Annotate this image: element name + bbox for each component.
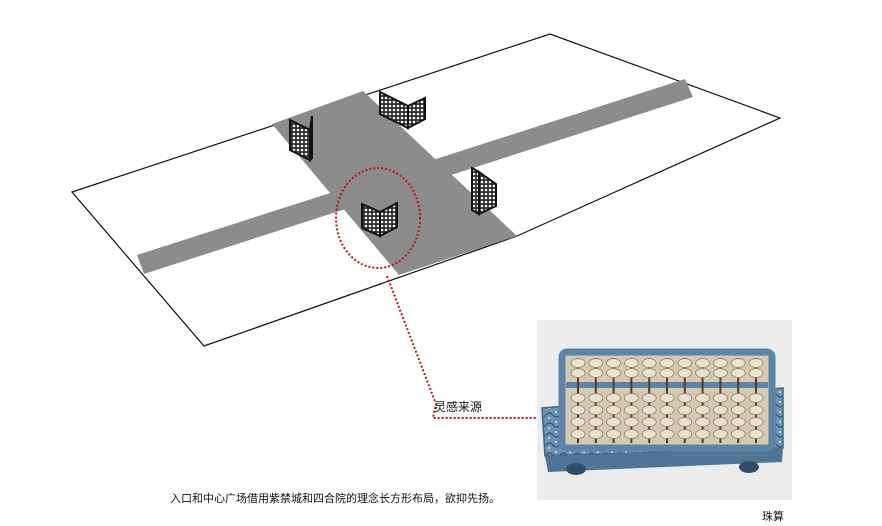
abacus-bead [588, 393, 604, 403]
abacus-bead [748, 417, 764, 427]
abacus-bead [606, 358, 621, 368]
abacus-bead [730, 358, 746, 368]
abacus-bead [606, 368, 621, 378]
abacus-bead [677, 393, 693, 403]
screen-wall-left [289, 115, 313, 163]
abacus-bead [606, 417, 621, 427]
abacus-bead [695, 429, 710, 439]
abacus-bead [748, 358, 764, 368]
abacus-bead [570, 368, 586, 378]
callout-circle [335, 167, 421, 269]
abacus-bead [713, 393, 728, 403]
central-plaza [272, 91, 517, 275]
abacus-bead [730, 393, 746, 403]
abacus-bead [659, 405, 675, 415]
abacus-bead [606, 429, 621, 439]
abacus-bead [641, 405, 657, 415]
abacus-bead [748, 405, 764, 415]
abacus-bead [695, 393, 710, 403]
abacus-bead [730, 405, 746, 415]
abacus-bead [713, 358, 728, 368]
abacus-bead [695, 358, 710, 368]
diagram-caption: 入口和中心广场借用紫禁城和四合院的理念长方形布局，欲抑先扬。 [170, 491, 500, 505]
abacus-bead [730, 417, 746, 427]
abacus-bead [641, 393, 657, 403]
abacus-bead [570, 417, 586, 427]
abacus-bead [570, 393, 586, 403]
abacus-bead [730, 368, 746, 378]
abacus-bead [659, 368, 675, 378]
abacus-bead [624, 393, 639, 403]
abacus-bead [624, 429, 639, 439]
abacus-bead [677, 429, 693, 439]
abacus-bead [695, 405, 710, 415]
abacus-bead [677, 417, 693, 427]
abacus-bead [606, 405, 621, 415]
screen-wall-rear [379, 90, 426, 130]
abacus-bead [588, 405, 604, 415]
abacus-bead [588, 358, 604, 368]
abacus-bead [570, 405, 586, 415]
screen-wall-right [471, 166, 497, 216]
abacus-bead [659, 358, 675, 368]
abacus-bead [713, 417, 728, 427]
abacus-bead [641, 358, 657, 368]
abacus-bead [641, 417, 657, 427]
abacus-photo [537, 320, 792, 500]
abacus-bead [695, 368, 710, 378]
callout-leader [386, 275, 548, 419]
abacus-bead [570, 429, 586, 439]
abacus-bead [695, 417, 710, 427]
abacus-bead [677, 368, 693, 378]
abacus-bead [659, 393, 675, 403]
abacus-bead [748, 393, 764, 403]
inspiration-label: 灵感来源 [434, 399, 482, 414]
abacus-bead [624, 368, 639, 378]
abacus-bead [624, 417, 639, 427]
abacus-bead [659, 429, 675, 439]
abacus-bead [659, 417, 675, 427]
abacus-bead [677, 405, 693, 415]
abacus-bead [588, 417, 604, 427]
abacus-bead [713, 368, 728, 378]
abacus-bead [570, 358, 586, 368]
abacus-bead [624, 405, 639, 415]
abacus-bead [641, 368, 657, 378]
screen-wall-highlighted [361, 201, 398, 238]
abacus-bead [624, 358, 639, 368]
abacus-bead [641, 429, 657, 439]
abacus-bead [748, 368, 764, 378]
abacus-bead [588, 429, 604, 439]
abacus-bead [588, 368, 604, 378]
abacus-bead [713, 405, 728, 415]
abacus-bead [606, 393, 621, 403]
abacus-bead [713, 429, 728, 439]
abacus-bead [677, 358, 693, 368]
photo-caption: 珠算 [762, 509, 784, 523]
abacus-bead [748, 429, 764, 439]
abacus-bead [730, 429, 746, 439]
